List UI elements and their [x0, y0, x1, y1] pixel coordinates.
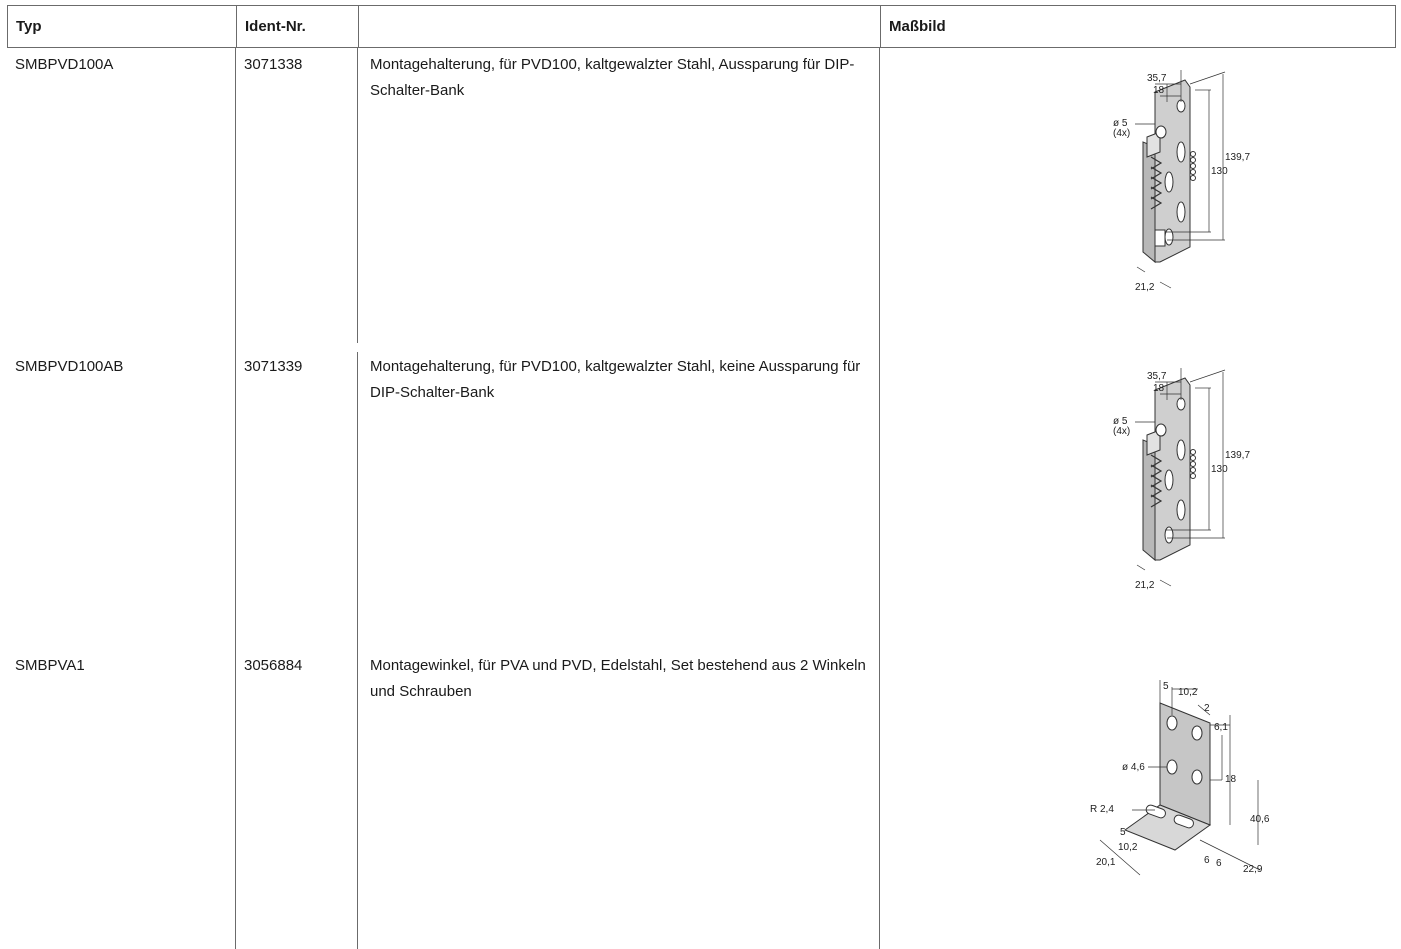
dim-height-total: 139,7 [1225, 152, 1250, 163]
mounting-bracket-drawing: 35,7 18 ø 5 (4x) 139,7 130 21,2 [1113, 70, 1250, 293]
cell-description: Montagewinkel, für PVA und PVD, Edelstah… [370, 657, 866, 700]
column-divider [879, 48, 880, 949]
cell-description: Montagehalterung, für PVD100, kaltgewalz… [370, 358, 861, 401]
header-divider [880, 6, 881, 47]
cell-ident: 3071338 [244, 56, 303, 73]
dim-height-inner: 130 [1211, 464, 1228, 475]
mounting-bracket-drawing: 35,7 18 ø 5 (4x) 139,7 130 21,2 [1113, 368, 1250, 591]
dim-hole-count: (4x) [1113, 128, 1130, 139]
cell-typ: SMBPVD100AB [15, 358, 124, 375]
dim-hole: ø 5 [1113, 118, 1128, 129]
dim-l: 6 [1204, 855, 1210, 866]
header-massbild: Maßbild [889, 18, 946, 35]
dim-depth: 21,2 [1135, 282, 1155, 293]
dim-width-inner: 18 [1153, 85, 1165, 96]
dim-e: ø 4,6 [1122, 762, 1145, 773]
header-typ: Typ [16, 18, 42, 35]
dim-h: R 2,4 [1090, 804, 1114, 815]
dim-k: 20,1 [1096, 857, 1116, 868]
dim-d: 6,1 [1214, 722, 1228, 733]
dim-width-total: 35,7 [1147, 73, 1167, 84]
column-divider [357, 48, 358, 343]
dim-m: 6 [1216, 858, 1222, 869]
dim-hole-count: (4x) [1113, 426, 1130, 437]
cell-typ: SMBPVA1 [15, 657, 85, 674]
dim-width-inner: 18 [1153, 383, 1165, 394]
dim-hole: ø 5 [1113, 416, 1128, 427]
dim-height-total: 139,7 [1225, 450, 1250, 461]
dim-b: 10,2 [1178, 687, 1198, 698]
dim-height-inner: 130 [1211, 166, 1228, 177]
dim-c: 2 [1204, 703, 1210, 714]
dim-n: 22,9 [1243, 864, 1263, 875]
cell-ident: 3071339 [244, 358, 303, 375]
cell-typ: SMBPVD100A [15, 56, 114, 73]
column-divider [357, 352, 358, 949]
header-ident: Ident-Nr. [245, 18, 306, 35]
dim-a: 5 [1163, 681, 1169, 692]
dim-i: 5 [1120, 827, 1126, 838]
header-divider [236, 6, 237, 47]
angle-bracket-drawing: 5 10,2 2 6,1 ø 4,6 18 40,6 R 2,4 5 10,2 … [1090, 680, 1270, 876]
cell-ident: 3056884 [244, 657, 303, 674]
dim-f: 18 [1225, 774, 1237, 785]
dim-g: 40,6 [1250, 814, 1270, 825]
dim-depth: 21,2 [1135, 580, 1155, 591]
header-desc [359, 6, 880, 47]
column-divider [235, 48, 236, 949]
dim-j: 10,2 [1118, 842, 1138, 853]
header-divider [358, 6, 359, 47]
cell-description: Montagehalterung, für PVD100, kaltgewalz… [370, 56, 855, 99]
dim-width-total: 35,7 [1147, 371, 1167, 382]
table-header: Typ Ident-Nr. Maßbild [7, 5, 1396, 48]
